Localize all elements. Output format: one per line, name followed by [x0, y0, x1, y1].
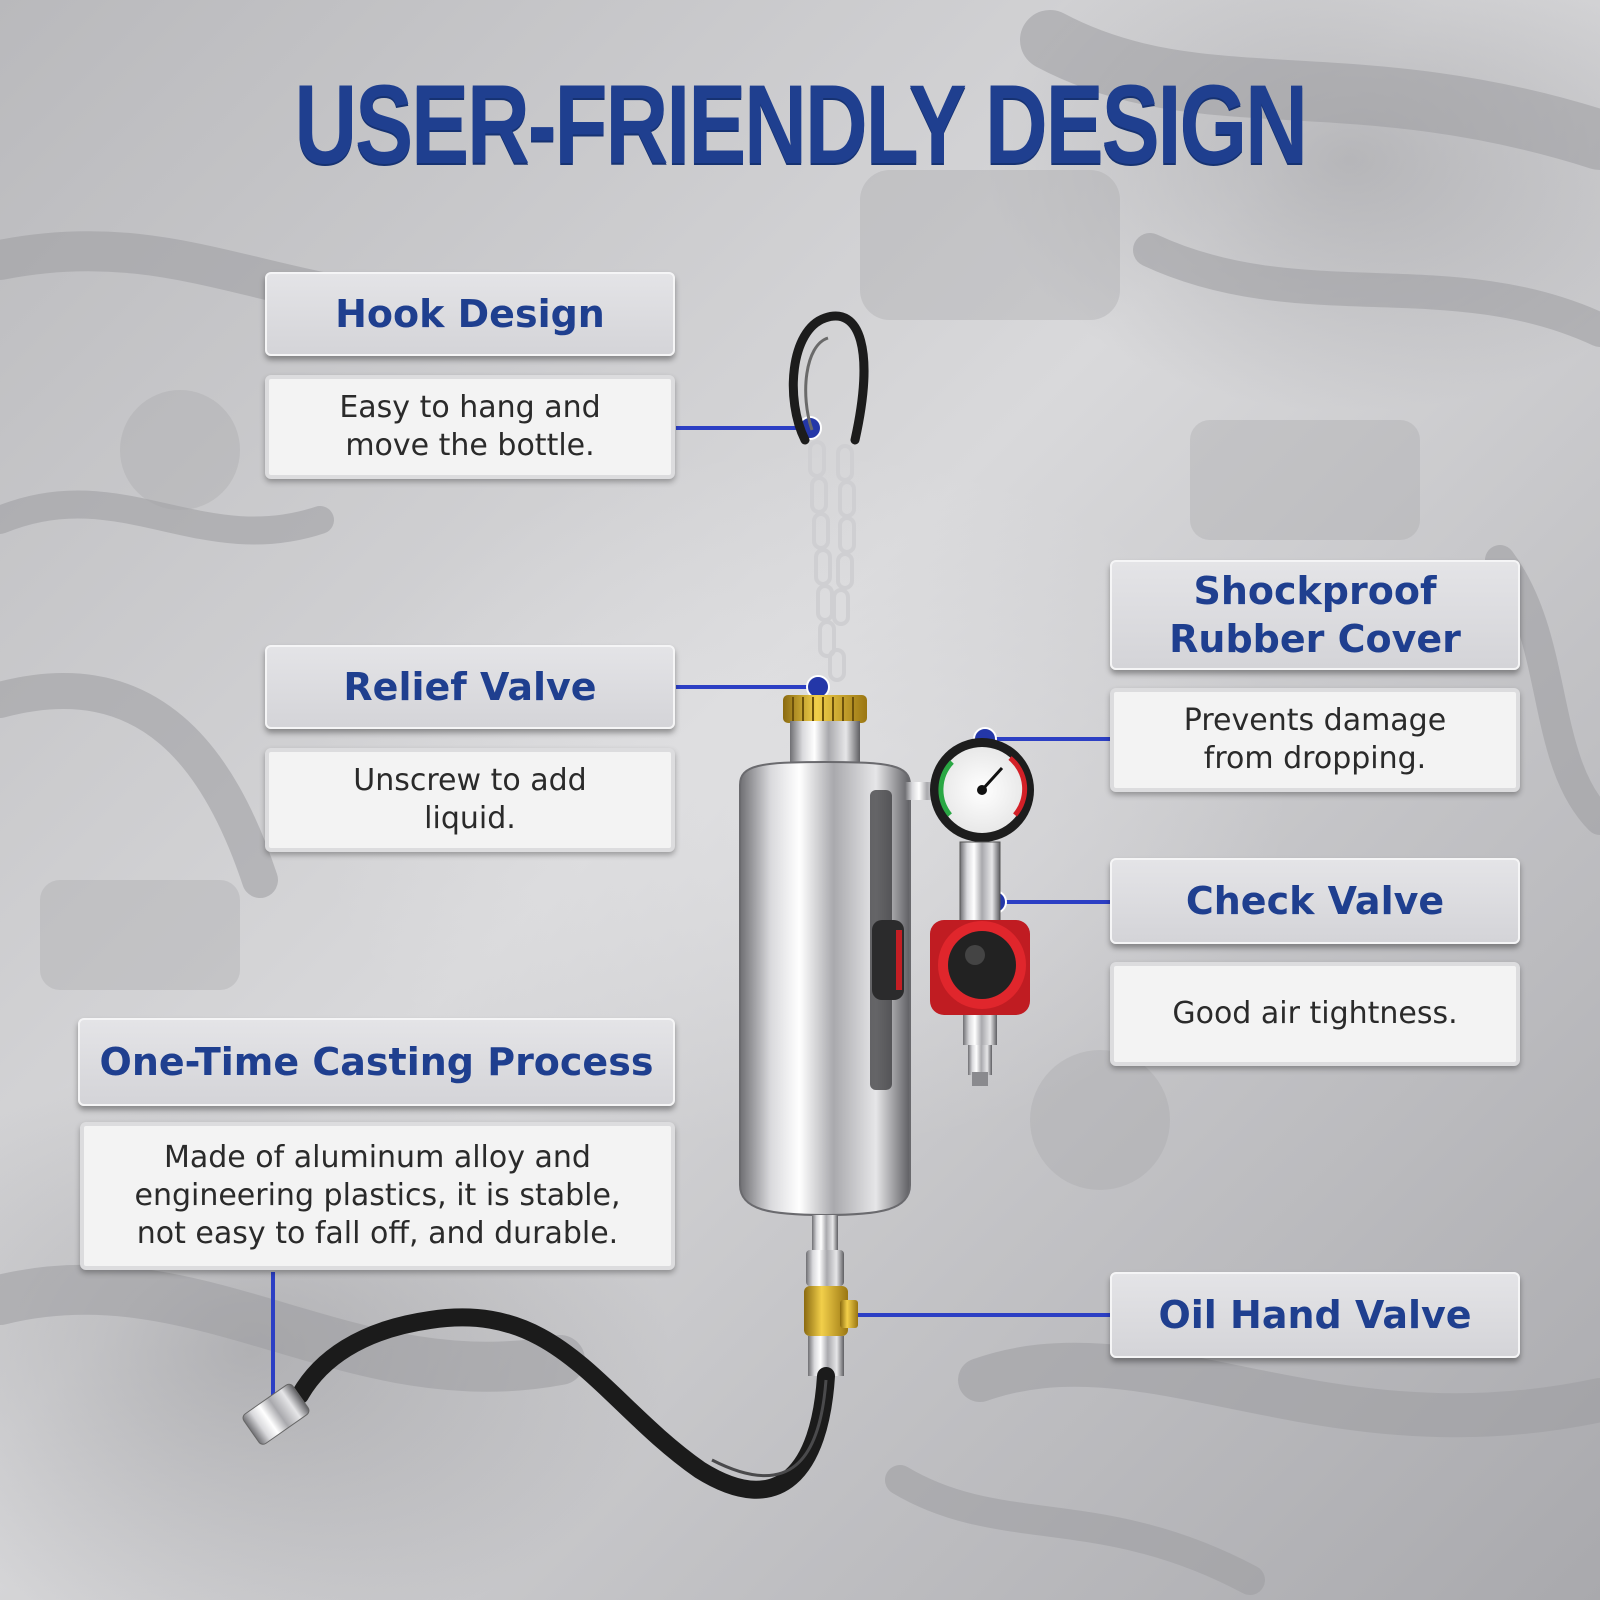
- hose-icon: [242, 1308, 835, 1499]
- regulator-knob-icon: [930, 920, 1030, 1015]
- feature-heading-one-time-casting: One-Time Casting Process: [78, 1018, 675, 1106]
- oil-hand-valve-icon: [804, 1215, 858, 1376]
- feature-description-hook-design: Easy to hang and move the bottle.: [265, 375, 675, 479]
- feature-heading-relief-valve: Relief Valve: [265, 645, 675, 729]
- feature-description-one-time-casting: Made of aluminum alloy and engineering p…: [80, 1122, 675, 1270]
- feature-description-relief-valve: Unscrew to add liquid.: [265, 748, 675, 852]
- page-title: USER-FRIENDLY DESIGN: [294, 62, 1308, 187]
- air-quick-connector: [963, 1015, 997, 1086]
- feature-heading-shockproof-cover: Shockproof Rubber Cover: [1110, 560, 1520, 670]
- feature-description-check-valve: Good air tightness.: [1110, 962, 1520, 1066]
- pressure-gauge-icon: [930, 738, 1034, 842]
- feature-heading-hook-design: Hook Design: [265, 272, 675, 356]
- feature-heading-oil-hand-valve: Oil Hand Valve: [1110, 1272, 1520, 1358]
- carabiner-hook-icon: [788, 311, 869, 445]
- feature-heading-check-valve: Check Valve: [1110, 858, 1520, 944]
- bottle-cylinder: [739, 760, 911, 1217]
- relief-valve-cap: [783, 695, 867, 766]
- feature-description-shockproof-cover: Prevents damage from dropping.: [1110, 688, 1520, 792]
